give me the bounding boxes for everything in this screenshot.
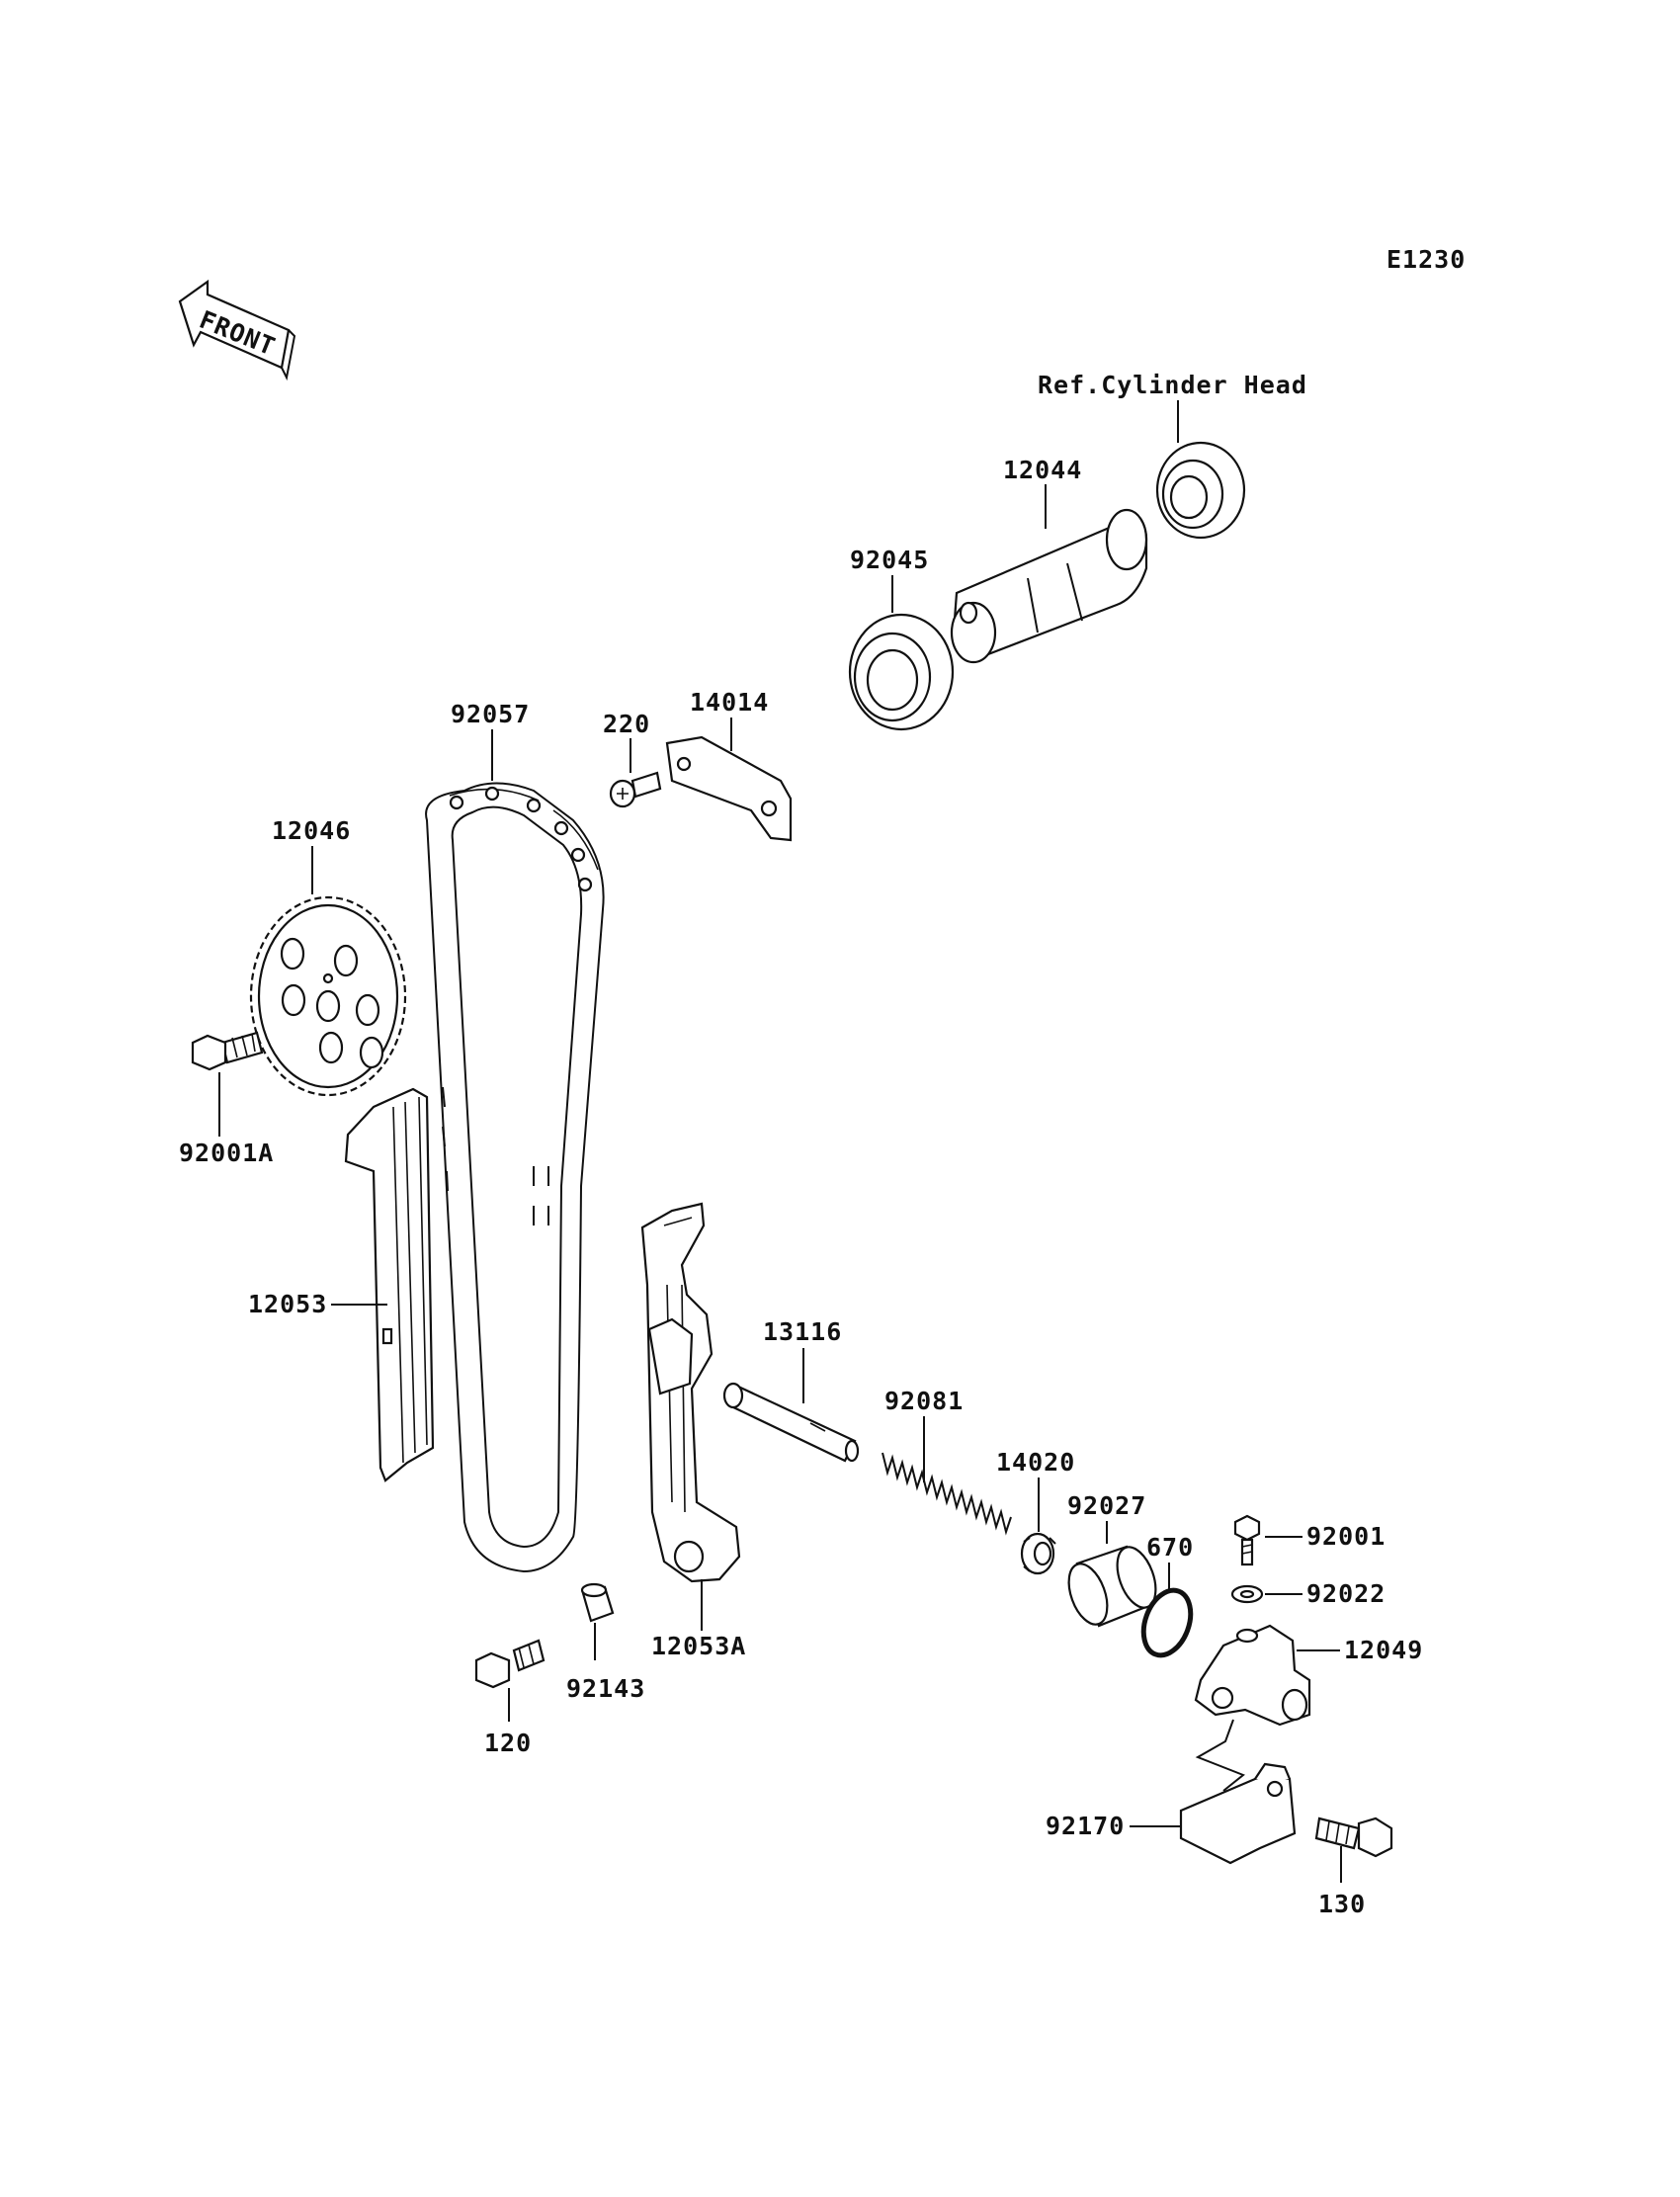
label-220: 220 <box>603 710 650 738</box>
label-13116: 13116 <box>763 1317 842 1346</box>
gasket-92170 <box>1179 1762 1297 1865</box>
plate-14014 <box>665 735 793 842</box>
o-ring-670 <box>1140 1587 1194 1658</box>
chain-guide-12053 <box>344 1087 435 1482</box>
cam-chain-92057 <box>425 782 605 1573</box>
label-92001A: 92001A <box>179 1139 274 1167</box>
spring-92081 <box>882 1452 1012 1536</box>
label-92045: 92045 <box>850 546 929 574</box>
bolt-92001 <box>1233 1514 1261 1566</box>
cylinder-head-bearing <box>1155 441 1246 540</box>
nut-14020 <box>1020 1532 1056 1575</box>
label-670: 670 <box>1146 1533 1194 1562</box>
label-92001: 92001 <box>1306 1522 1386 1551</box>
label-14020: 14020 <box>996 1448 1075 1477</box>
camshaft <box>950 508 1148 664</box>
bearing-92045 <box>848 613 955 731</box>
label-92057: 92057 <box>451 700 530 728</box>
label-92143: 92143 <box>566 1674 645 1703</box>
tensioner-body-12049 <box>1194 1624 1311 1727</box>
label-12053A: 12053A <box>651 1632 746 1660</box>
label-120: 120 <box>484 1729 532 1757</box>
tensioner-guide-12053A <box>640 1202 741 1583</box>
diagram-code: E1230 <box>1386 245 1466 274</box>
front-arrow-icon: FRONT <box>178 279 296 381</box>
collar-92143 <box>580 1582 615 1623</box>
bolt-92001A <box>191 1031 264 1071</box>
label-12049: 12049 <box>1344 1636 1423 1664</box>
label-12046: 12046 <box>272 816 351 845</box>
label-14014: 14014 <box>690 688 769 717</box>
sleeve-92027 <box>1067 1545 1157 1628</box>
screw-220 <box>609 771 662 808</box>
label-12053: 12053 <box>248 1290 327 1318</box>
cam-sprocket-12046 <box>249 895 407 1097</box>
label-92022: 92022 <box>1306 1579 1386 1608</box>
ref-cylinder-head-label: Ref.Cylinder Head <box>1038 371 1307 399</box>
label-130: 130 <box>1318 1890 1366 1918</box>
label-12044: 12044 <box>1003 456 1082 484</box>
washer-92022 <box>1230 1584 1264 1604</box>
bolt-130 <box>1314 1817 1393 1858</box>
label-92081: 92081 <box>884 1387 964 1415</box>
label-92170: 92170 <box>1046 1812 1125 1840</box>
pin-13116 <box>722 1382 860 1463</box>
label-92027: 92027 <box>1067 1491 1146 1520</box>
bolt-120 <box>474 1639 546 1689</box>
